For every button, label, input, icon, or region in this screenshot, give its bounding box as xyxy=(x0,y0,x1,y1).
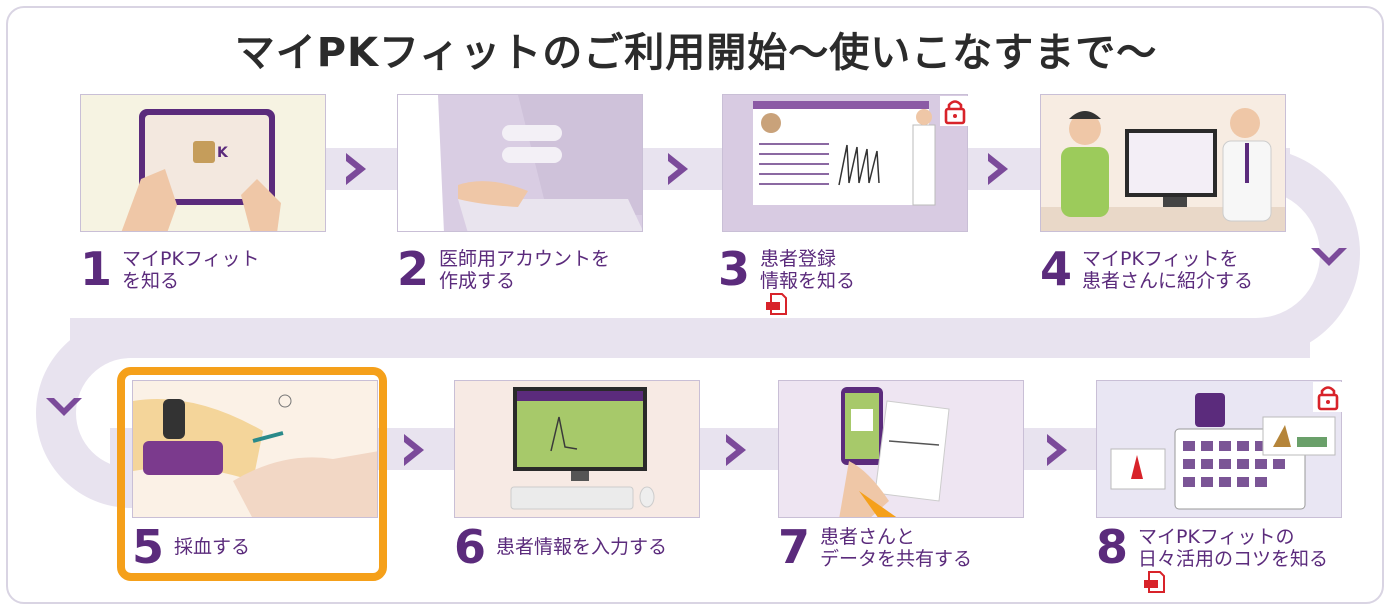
introduce-illustration xyxy=(1041,108,1285,231)
step-4-label[interactable]: 4 マイPKフィットを患者さんに紹介する xyxy=(1040,246,1253,292)
step-3-label[interactable]: 3 患者登録情報を知る xyxy=(718,246,855,316)
chevron-right-icon xyxy=(726,434,746,466)
step-7-card[interactable] xyxy=(778,380,1024,518)
step-8-card[interactable] xyxy=(1096,380,1342,518)
step-title-line1: マイPKフィットを xyxy=(1082,248,1239,270)
step-2-label[interactable]: 2 医師用アカウントを作成する xyxy=(397,246,610,292)
page-title: マイPKフィットのご利用開始〜使いこなすまで〜 xyxy=(234,30,1158,76)
step-1-label[interactable]: 1 マイPKフィットを知る xyxy=(80,246,260,292)
chart-board-illustration xyxy=(753,101,936,206)
step-title-line1: 採血する xyxy=(174,536,251,558)
step-5-label[interactable]: 5 採血する xyxy=(132,524,250,570)
step-title-line1: 患者登録 xyxy=(760,248,837,270)
chevron-right-icon xyxy=(404,434,424,466)
step-title-line1: 患者情報を入力する xyxy=(496,536,668,558)
step-8-label[interactable]: 8 マイPKフィットの日々活用のコツを知る xyxy=(1096,524,1328,594)
step-7-label[interactable]: 7 患者さんとデータを共有する xyxy=(778,524,972,570)
step-number: 6 xyxy=(454,520,487,574)
pdf-icon[interactable] xyxy=(1142,570,1166,594)
chevron-right-icon xyxy=(346,153,366,185)
step-title-line1: 医師用アカウントを xyxy=(439,248,611,270)
step-number: 8 xyxy=(1096,520,1129,574)
step-title-line2: を知る xyxy=(122,270,180,292)
chevron-down-icon xyxy=(46,398,82,416)
step-title-line1: マイPKフィット xyxy=(122,248,260,270)
pdf-icon[interactable] xyxy=(764,292,788,316)
laptop-illustration xyxy=(398,95,642,231)
step-1-card[interactable]: K xyxy=(80,94,326,232)
step-6-card[interactable] xyxy=(454,380,700,518)
step-number: 3 xyxy=(718,242,751,296)
step-number: 4 xyxy=(1040,242,1073,296)
step-number: 7 xyxy=(778,520,811,574)
svg-text:K: K xyxy=(217,145,229,161)
step-title-line2: 日々活用のコツを知る xyxy=(1138,548,1329,570)
step-number: 5 xyxy=(132,520,165,574)
lock-icon xyxy=(940,96,970,126)
step-number: 1 xyxy=(80,242,113,296)
lock-icon xyxy=(1313,382,1343,412)
selected-step-highlight xyxy=(117,367,387,581)
chevron-right-icon xyxy=(988,153,1008,185)
step-title-line2: 作成する xyxy=(439,270,516,292)
step-5-card[interactable] xyxy=(132,380,378,518)
tablet-illustration: K xyxy=(121,109,281,231)
chevron-right-icon xyxy=(668,153,688,185)
step-4-card[interactable] xyxy=(1040,94,1286,232)
blood-draw-illustration xyxy=(133,394,377,517)
calendar-illustration xyxy=(1110,393,1336,510)
step-3-card[interactable] xyxy=(722,94,968,232)
step-6-label[interactable]: 6 患者情報を入力する xyxy=(454,524,667,570)
step-title-line2: 情報を知る xyxy=(760,270,856,292)
step-2-card[interactable] xyxy=(397,94,643,232)
chevron-down-icon xyxy=(1311,248,1347,266)
track-middle xyxy=(70,318,1310,358)
computer-input-illustration xyxy=(510,387,655,510)
step-number: 2 xyxy=(397,242,430,296)
share-data-illustration xyxy=(839,387,950,517)
step-title-line1: マイPKフィットの xyxy=(1138,526,1295,548)
step-title-line2: データを共有する xyxy=(820,548,973,570)
chevron-right-icon xyxy=(1047,434,1067,466)
step-title-line1: 患者さんと xyxy=(820,526,916,548)
step-title-line2: 患者さんに紹介する xyxy=(1082,270,1254,292)
